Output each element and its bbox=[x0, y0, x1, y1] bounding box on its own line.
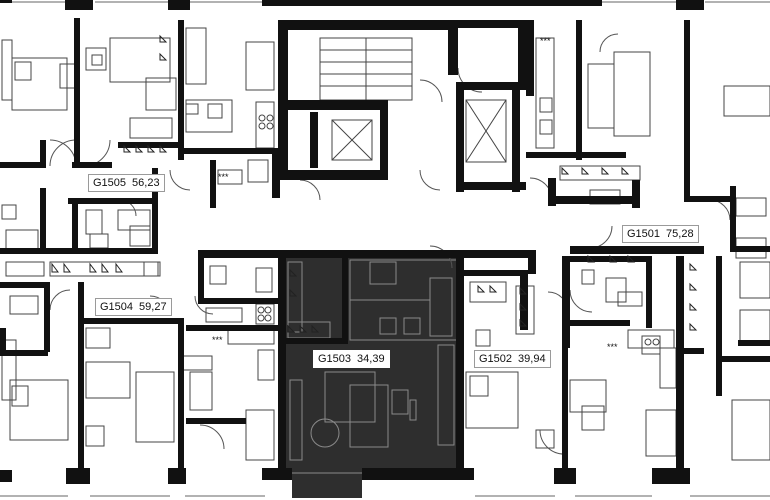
apartment-label-g1504[interactable]: G1504 59,27 bbox=[95, 298, 172, 316]
apartment-id: G1503 bbox=[318, 353, 352, 365]
apartment-id: G1501 bbox=[627, 228, 661, 240]
apartment-id: G1502 bbox=[479, 353, 513, 365]
stove-mark: *** bbox=[212, 335, 223, 345]
apartment-label-g1501[interactable]: G1501 75,28 bbox=[622, 225, 699, 243]
walls bbox=[0, 0, 770, 484]
apartment-area: 34,39 bbox=[357, 353, 385, 365]
stove-marks: *** *** *** *** bbox=[212, 36, 618, 352]
apartment-area: 59,27 bbox=[139, 301, 167, 313]
apartment-id: G1504 bbox=[100, 301, 134, 313]
fixture-symbols bbox=[51, 34, 698, 333]
furniture bbox=[1, 27, 770, 461]
stove-mark: *** bbox=[607, 342, 618, 352]
apartment-area: 56,23 bbox=[132, 177, 160, 189]
stove-mark: *** bbox=[218, 172, 229, 182]
stove-mark: *** bbox=[540, 36, 551, 46]
apartment-label-g1503[interactable]: G1503 34,39 bbox=[313, 350, 390, 368]
apartment-label-g1505[interactable]: G1505 56,23 bbox=[88, 174, 165, 192]
apartment-area: 39,94 bbox=[518, 353, 546, 365]
apartment-id: G1505 bbox=[93, 177, 127, 189]
apartment-area: 75,28 bbox=[666, 228, 694, 240]
apartment-g1503-highlight[interactable] bbox=[283, 257, 460, 498]
apartment-label-g1502[interactable]: G1502 39,94 bbox=[474, 350, 551, 368]
